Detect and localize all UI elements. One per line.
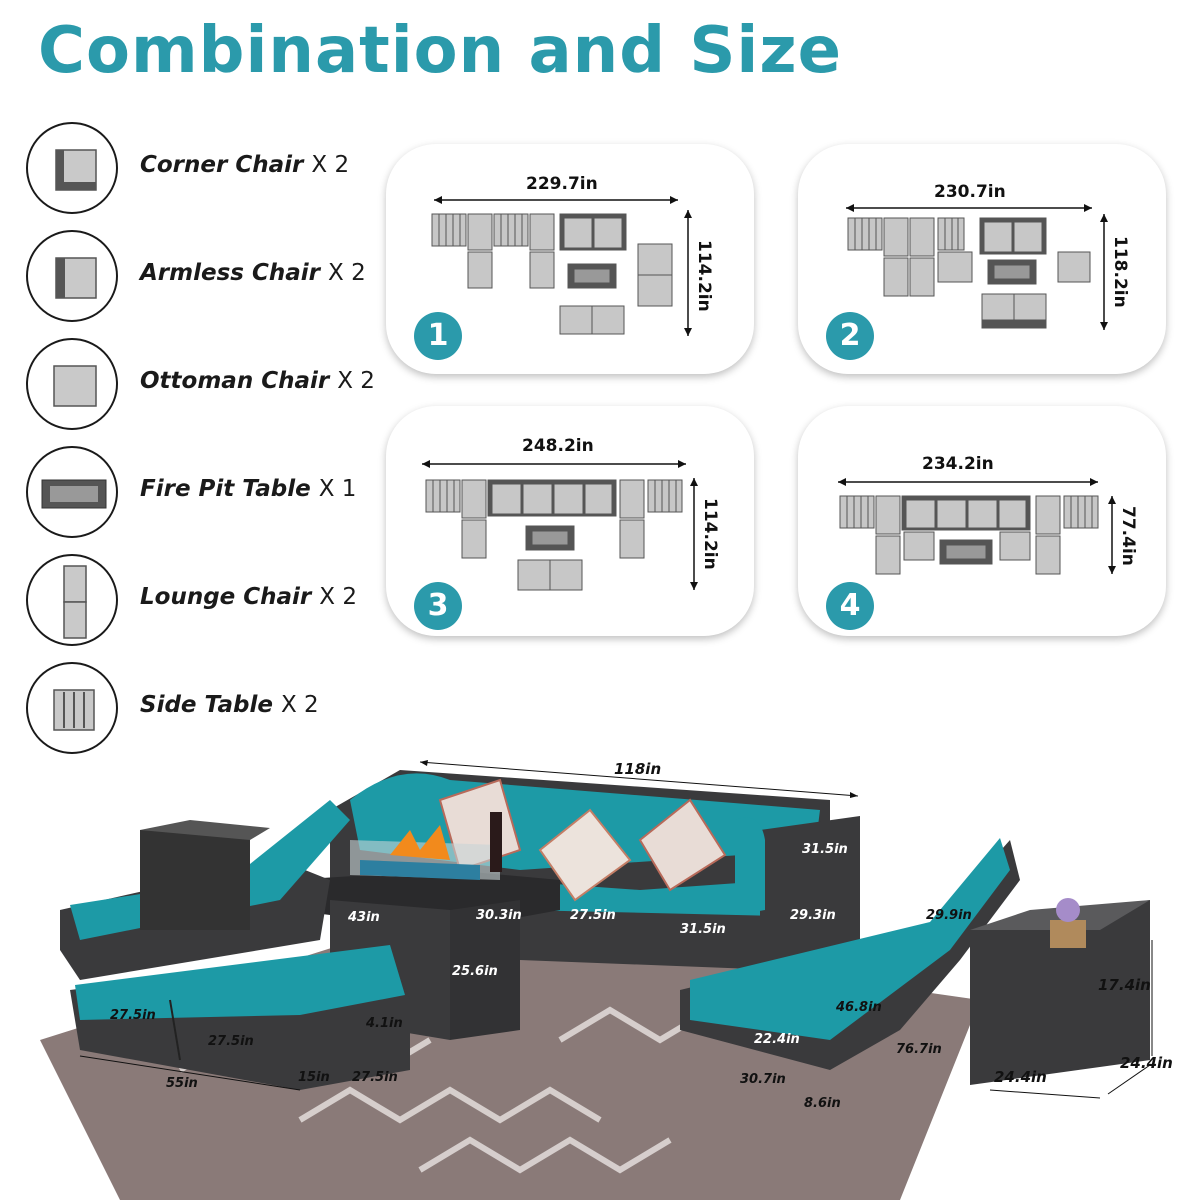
side-table-icon: [26, 662, 118, 754]
layout-diagram-4: [838, 478, 1116, 575]
measure-lounge-frame-width: 30.7in: [740, 1072, 786, 1087]
layout-diagram-3: [422, 460, 698, 591]
legend-fire-pit-table: Fire Pit Table X 1: [26, 446, 386, 542]
legend-lounge-chair: Lounge Chair X 2: [26, 554, 386, 650]
layout-card-3: 248.2in 114.2in 3: [386, 406, 754, 636]
measure-fire-pit-width: 43in: [348, 910, 380, 925]
legend-label: Armless Chair: [140, 260, 320, 286]
layout-width: 234.2in: [922, 454, 994, 474]
layout-width: 248.2in: [522, 436, 594, 456]
measure-ottoman-cushion: 4.1in: [366, 1016, 403, 1031]
layout-badge-3: 3: [414, 582, 462, 630]
ottoman-chair-icon: [26, 338, 118, 430]
furniture-scene: 118in 31.5in 29.3in 43in 30.3in 25.6in 2…: [0, 740, 1200, 1200]
layout-diagram-1: [431, 196, 692, 336]
measure-ottoman-c: 27.5in: [352, 1070, 398, 1085]
measure-side-table-width: 24.4in: [994, 1068, 1047, 1086]
corner-chair-icon: [26, 122, 118, 214]
layout-diagram-2: [846, 204, 1108, 330]
layout-card-2: 230.7in 118.2in 2: [798, 144, 1166, 374]
measure-seat-width: 27.5in: [570, 908, 616, 923]
measure-lounge-back: 29.9in: [926, 908, 972, 923]
measure-ottoman-a: 27.5in: [110, 1008, 156, 1023]
page-title: Combination and Size: [38, 14, 842, 88]
legend-corner-chair: Corner Chair X 2: [26, 122, 386, 218]
legend-side-table: Side Table X 2: [26, 662, 386, 758]
layout-card-4: 234.2in 77.4in 4: [798, 406, 1166, 636]
fire-pit-table-icon: [26, 446, 118, 538]
layout-depth: 114.2in: [700, 498, 720, 570]
measure-ottoman-height: 15in: [298, 1070, 330, 1085]
lounge-chair-icon: [26, 554, 118, 646]
layout-card-1: 229.7in 114.2in 1: [386, 144, 754, 374]
measure-seat-depth: 31.5in: [680, 922, 726, 937]
measure-lounge-height: 8.6in: [804, 1096, 841, 1111]
layout-depth: 114.2in: [694, 240, 714, 312]
layout-badge-2: 2: [826, 312, 874, 360]
layout-badge-1: 1: [414, 312, 462, 360]
legend-qty: X 1: [318, 476, 357, 502]
legend-label: Corner Chair: [140, 152, 304, 178]
furniture-illustration: [40, 760, 1153, 1200]
legend-qty: X 2: [328, 260, 366, 286]
layout-badge-4: 4: [826, 582, 874, 630]
measure-lounge-length: 76.7in: [896, 1042, 942, 1057]
measure-ottoman-b: 27.5in: [208, 1034, 254, 1049]
measure-corner-height: 31.5in: [802, 842, 848, 857]
legend-qty: X 2: [311, 152, 350, 178]
legend-label: Fire Pit Table: [140, 476, 311, 502]
legend-label: Side Table: [140, 692, 273, 718]
legend-ottoman-chair: Ottoman Chair X 2: [26, 338, 386, 434]
legend-qty: X 2: [280, 692, 319, 718]
measure-lounge-seat: 46.8in: [836, 1000, 882, 1015]
measure-side-table-height: 17.4in: [1098, 976, 1151, 994]
legend-qty: X 2: [319, 584, 357, 610]
measure-fire-pit-depth: 30.3in: [476, 908, 522, 923]
measure-sofa-length: 118in: [614, 760, 662, 778]
measure-side-table-depth: 24.4in: [1120, 1054, 1173, 1072]
legend-qty: X 2: [337, 368, 375, 394]
legend-label: Ottoman Chair: [140, 368, 330, 394]
armless-chair-icon: [26, 230, 118, 322]
legend-armless-chair: Armless Chair X 2: [26, 230, 386, 326]
measure-back-height: 29.3in: [790, 908, 836, 923]
measure-fire-pit-height: 25.6in: [452, 964, 498, 979]
layout-depth: 118.2in: [1110, 236, 1130, 308]
layout-width: 230.7in: [934, 182, 1006, 202]
layout-depth: 77.4in: [1118, 506, 1138, 566]
measure-ottoman-total: 55in: [166, 1076, 198, 1091]
legend-label: Lounge Chair: [140, 584, 312, 610]
measure-lounge-width: 22.4in: [754, 1032, 800, 1047]
layout-width: 229.7in: [526, 174, 598, 194]
